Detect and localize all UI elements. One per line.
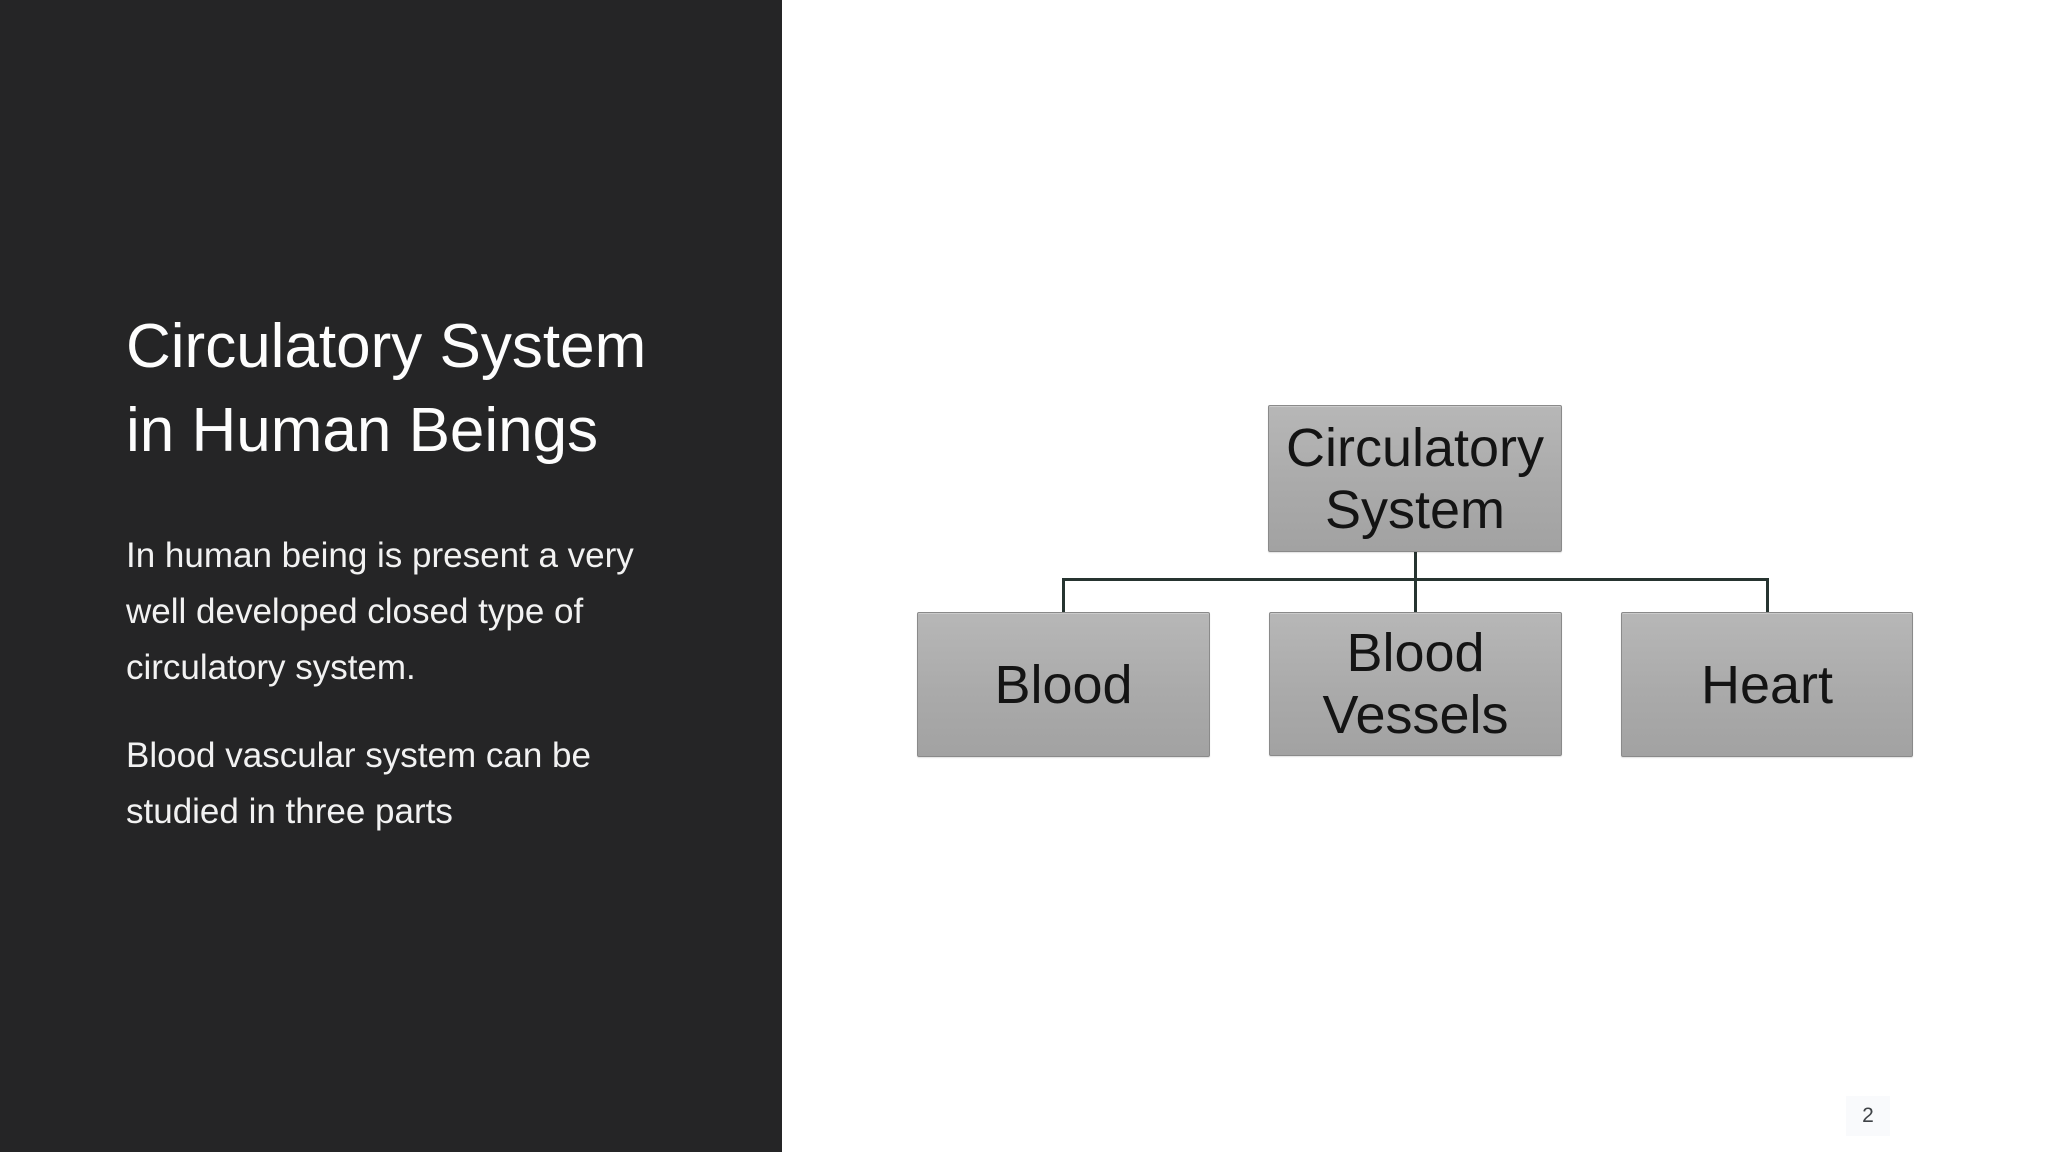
slide-title: Circulatory System in Human Beings xyxy=(126,312,647,465)
connector-drop-heart xyxy=(1766,581,1769,612)
org-chart-node-blood-vessels: Blood Vessels xyxy=(1269,612,1562,756)
org-chart-node-heart: Heart xyxy=(1621,612,1913,757)
left-panel: Circulatory System in Human Beings In hu… xyxy=(0,0,782,1152)
page-number: 2 xyxy=(1846,1096,1890,1136)
connector-drop-blood xyxy=(1062,581,1065,612)
body-paragraph: Blood vascular system can be studied in … xyxy=(126,736,591,831)
org-chart-node-circulatory-system: Circulatory System xyxy=(1268,405,1562,552)
connector-drop-blood-vessels xyxy=(1414,581,1417,612)
connector-root-stub xyxy=(1414,552,1417,581)
connector-horizontal xyxy=(1062,578,1769,581)
slide-body: In human being is present a very well de… xyxy=(126,528,686,840)
body-paragraph: In human being is present a very well de… xyxy=(126,536,634,687)
org-chart-node-blood: Blood xyxy=(917,612,1210,757)
